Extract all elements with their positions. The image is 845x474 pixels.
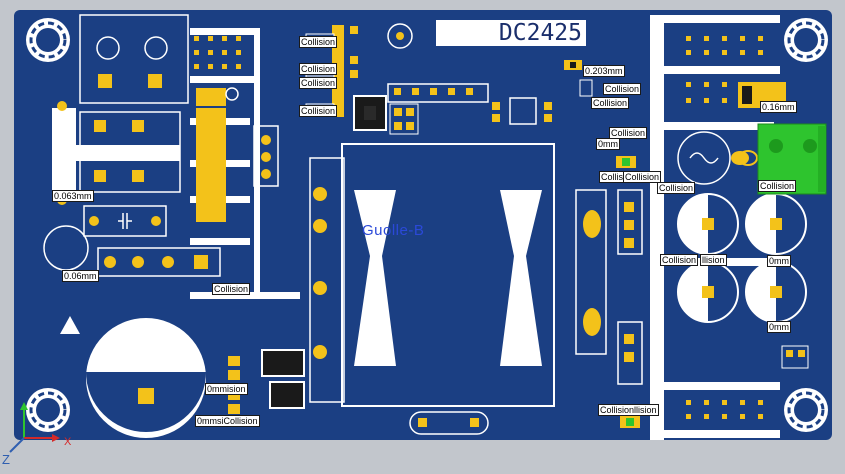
pin-header-top[interactable]: [387, 83, 489, 103]
drc-marker-collision[interactable]: Collision: [299, 77, 338, 89]
drc-marker-collision[interactable]: Collisionllision: [598, 404, 659, 416]
secondary-heatsink[interactable]: [650, 15, 780, 440]
pcb-title-label: DC2425: [436, 20, 586, 46]
drc-marker-clearance[interactable]: 0.203mm: [583, 65, 625, 77]
drc-marker-clearance[interactable]: 0mm: [596, 138, 620, 150]
pad-grid-upper: [194, 36, 241, 69]
drc-marker-collision[interactable]: llision: [700, 254, 727, 266]
small-smd-parts-right[interactable]: [564, 60, 809, 428]
drc-marker-collision[interactable]: Collision: [623, 171, 662, 183]
x-capacitor[interactable]: [83, 205, 167, 237]
drc-marker-collision[interactable]: Collision: [299, 63, 338, 75]
common-mode-choke[interactable]: [76, 111, 181, 193]
optocoupler[interactable]: [617, 189, 643, 255]
controller-ic[interactable]: [353, 95, 419, 135]
y-capacitor[interactable]: [409, 411, 489, 435]
drc-marker-collision[interactable]: Collision: [758, 180, 797, 192]
mounting-hole-top-left[interactable]: [26, 18, 70, 62]
ac-input-connector[interactable]: [79, 14, 189, 104]
drc-marker-collision[interactable]: Collision: [299, 36, 338, 48]
small-ic-center[interactable]: [492, 97, 552, 125]
feedback-pads[interactable]: [617, 321, 643, 385]
output-inductor[interactable]: [677, 131, 758, 185]
drc-marker-overlap[interactable]: 0mmision: [205, 383, 248, 395]
pcb-board[interactable]: [14, 10, 832, 440]
drc-marker-clearance[interactable]: 0.06mm: [62, 270, 99, 282]
drc-marker-collision[interactable]: Collision: [603, 83, 642, 95]
mounting-hole-bottom-left[interactable]: [26, 388, 70, 432]
output-capacitor-3[interactable]: [677, 261, 739, 323]
drc-marker-collision[interactable]: Collision: [609, 127, 648, 139]
axis-x-label: X: [64, 436, 72, 448]
output-capacitor-2[interactable]: [745, 193, 807, 255]
drc-marker-collision[interactable]: Collision: [660, 254, 699, 266]
silkscreen-logo-text: Guolle-B: [362, 222, 425, 239]
mounting-hole-bottom-right[interactable]: [784, 388, 828, 432]
drc-marker-collision[interactable]: Collision: [212, 283, 251, 295]
main-transformer[interactable]: [309, 143, 607, 407]
drc-marker-clearance[interactable]: 0mm: [767, 255, 791, 267]
output-capacitor-4[interactable]: [745, 261, 807, 323]
pad-grid-right: [686, 36, 763, 419]
drc-marker-overlap[interactable]: 0mmsiCollision: [195, 415, 260, 427]
output-terminal-block[interactable]: [757, 123, 827, 195]
drc-marker-collision[interactable]: Collision: [591, 97, 630, 109]
smd-inductors[interactable]: [228, 349, 305, 414]
drc-marker-clearance[interactable]: 0.16mm: [760, 101, 797, 113]
bulk-capacitor[interactable]: [86, 318, 206, 438]
mounting-hole-top-right[interactable]: [784, 18, 828, 62]
drc-marker-clearance[interactable]: 0mm: [767, 321, 791, 333]
esd-warning-icon: [60, 316, 80, 334]
drc-marker-collision[interactable]: Collision: [299, 105, 338, 117]
axis-z-label: Z: [2, 452, 10, 467]
axis-gizmo: [9, 402, 60, 453]
drc-marker-collision[interactable]: Collision: [657, 182, 696, 194]
bridge-rectifier[interactable]: [97, 247, 221, 277]
small-capacitors-top[interactable]: [387, 23, 413, 49]
output-capacitor-1[interactable]: [677, 193, 739, 255]
power-mosfet[interactable]: [196, 87, 279, 222]
drc-marker-clearance[interactable]: 0.063mm: [52, 190, 94, 202]
